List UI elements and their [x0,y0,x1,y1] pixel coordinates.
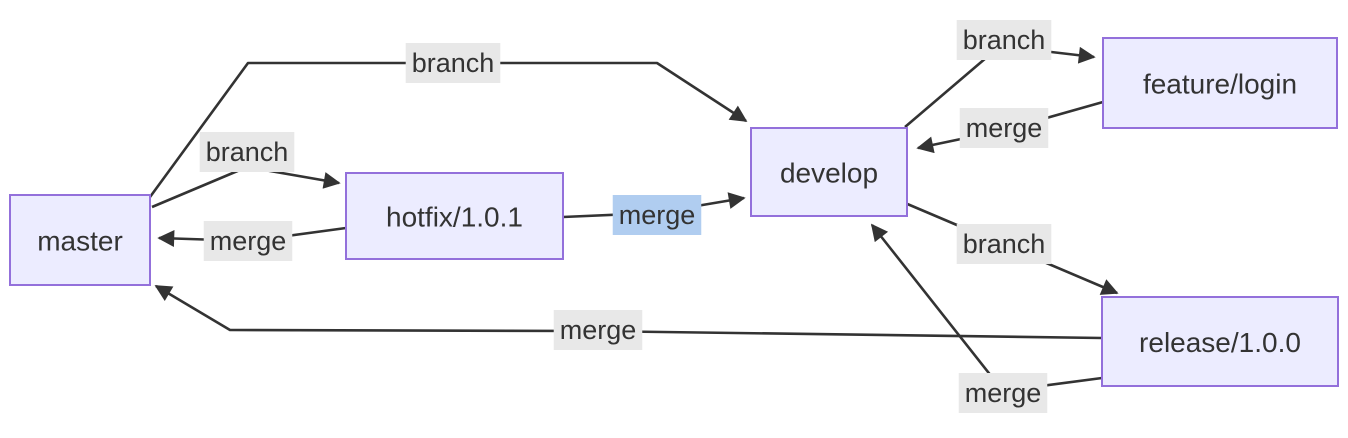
edge-label-bg [405,43,501,83]
edge-label-bg [553,310,643,350]
node-label-master: master [37,226,123,257]
edge-label-bg [958,373,1048,413]
node-release: release/1.0.0 [1101,296,1339,387]
edge-label-bg [959,108,1049,148]
edge-label-master-hotfix: branch [199,132,295,172]
node-develop: develop [750,127,908,217]
edge-label-text: branch [963,25,1046,55]
edge-label-release-master: merge [553,310,643,350]
edge-label-text: merge [619,200,696,230]
edge-master-hotfix-branch [151,165,341,209]
edge-label-hotfix-master: merge [203,221,293,261]
edge-label-develop-release: branch [956,224,1052,264]
edge-label-bg [199,132,295,172]
edge-release-master-merge [154,284,1103,340]
node-feature: feature/login [1102,37,1338,129]
node-box-feature [1102,37,1338,129]
edge-label-develop-feature: branch [956,20,1052,60]
edge-label-master-develop: branch [405,43,501,83]
node-box-master [9,194,151,286]
node-hotfix: hotfix/1.0.1 [345,172,564,260]
edge-label-bg [956,20,1052,60]
edge-label-hotfix-develop: merge [612,195,702,235]
edge-label-bg-highlighted [612,195,702,235]
edge-label-text: merge [965,378,1042,408]
edge-label-feature-develop: merge [959,108,1049,148]
edge-label-bg [203,221,293,261]
edge-label-release-develop: merge [958,373,1048,413]
edge-label-text: merge [210,226,287,256]
node-label-develop: develop [780,158,878,189]
edge-label-bg [956,224,1052,264]
node-label-hotfix: hotfix/1.0.1 [386,202,523,233]
edge-label-text: branch [963,229,1046,259]
edge-label-text: branch [412,48,495,78]
node-box-develop [750,127,908,217]
node-box-release [1101,296,1339,387]
node-label-feature: feature/login [1143,69,1297,100]
edge-label-text: merge [966,113,1043,143]
edge-label-text: branch [206,137,289,167]
nodes-layer: master hotfix/1.0.1 develop feature/login re… [9,37,1339,387]
node-box-hotfix [345,172,564,260]
edge-labels-layer: branch branch merge merge branch merge branch m… [199,20,1052,413]
edge-label-text: merge [560,315,637,345]
node-master: master [9,194,151,286]
node-label-release: release/1.0.0 [1139,327,1301,358]
